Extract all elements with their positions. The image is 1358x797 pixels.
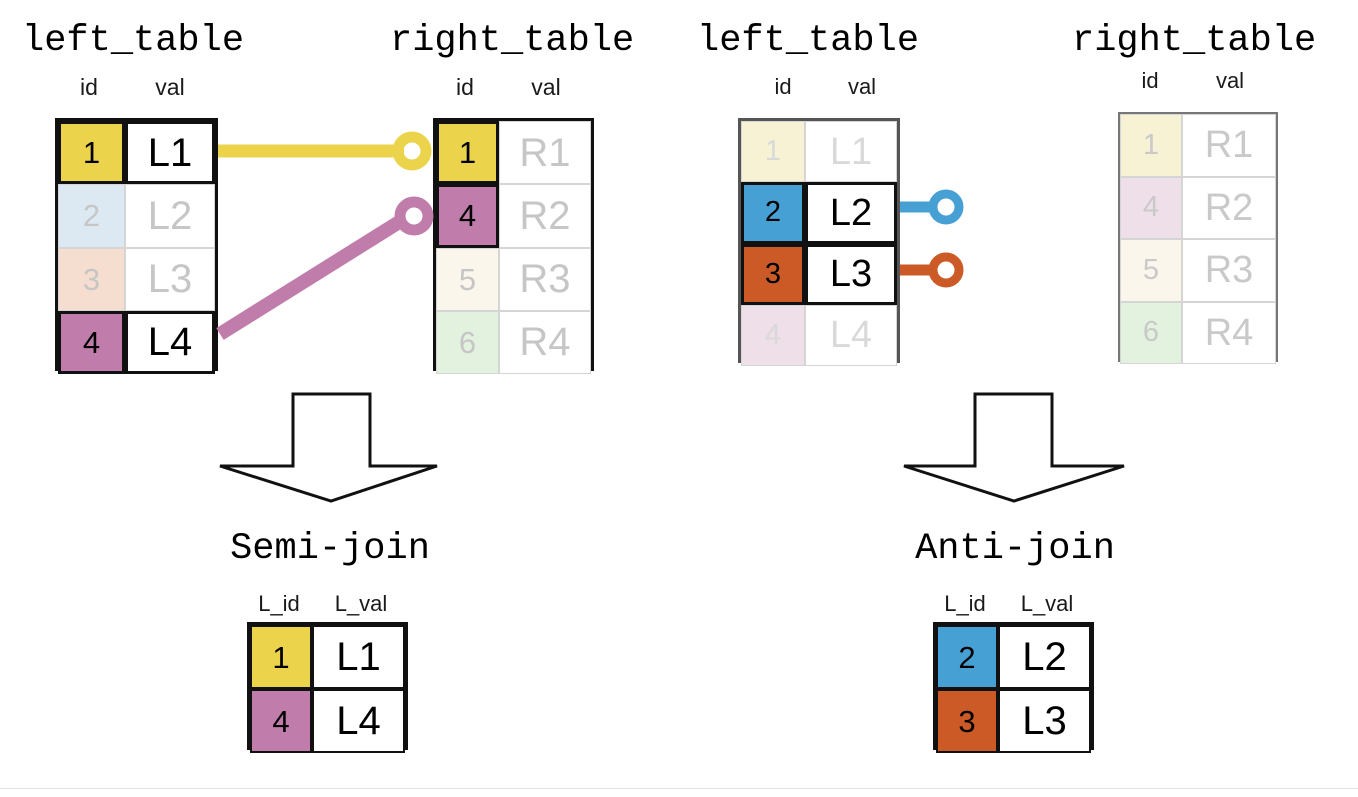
cell-id: 3 — [741, 243, 805, 305]
cell-val: L3 — [125, 247, 215, 311]
anti-result-col-header-id: L_id — [944, 591, 986, 616]
cell-val: L3 — [998, 689, 1091, 753]
cell-val: L4 — [125, 310, 215, 374]
semi-left-table-title: left_table — [22, 20, 245, 62]
cell-id: 1 — [1120, 114, 1182, 177]
cell-val: L4 — [312, 689, 405, 753]
anti-left-col-header-val: val — [847, 74, 877, 99]
anti-right-col-header-id: id — [1141, 68, 1159, 93]
cell-id: 4 — [1120, 176, 1182, 239]
cell-id: 3 — [58, 247, 125, 311]
cell-id: 1 — [58, 121, 125, 185]
unmatched-connector-blue — [900, 189, 964, 225]
cell-val: L4 — [805, 304, 897, 366]
cell-id: 3 — [936, 689, 998, 753]
cell-val: R2 — [499, 184, 591, 248]
cell-val: L2 — [998, 625, 1091, 689]
cell-id: 4 — [250, 689, 312, 753]
semi-left-col-header-val: val — [155, 74, 185, 100]
anti-left-col-header-id: id — [774, 74, 792, 99]
cell-id: 4 — [436, 184, 499, 248]
match-connector-yellow — [218, 131, 432, 171]
semi-right-col-header-id: id — [456, 74, 474, 100]
cell-id: 5 — [1120, 239, 1182, 302]
cell-val: L1 — [805, 121, 897, 183]
cell-val: R1 — [499, 121, 591, 185]
cell-id: 2 — [936, 625, 998, 689]
semi-left-col-header-id: id — [80, 74, 98, 100]
cell-id: 2 — [58, 184, 125, 248]
cell-val: L2 — [805, 182, 897, 244]
unmatched-connector-orange — [900, 252, 964, 288]
anti-join-down-arrow — [903, 392, 1125, 503]
cell-val: R2 — [1182, 176, 1276, 239]
cell-id: 5 — [436, 247, 499, 311]
bottom-divider — [0, 788, 1358, 789]
cell-id: 2 — [741, 182, 805, 244]
cell-val: R4 — [499, 310, 591, 374]
cell-val: R3 — [1182, 239, 1276, 302]
semi-result-col-header-id: L_id — [258, 591, 300, 616]
cell-id: 1 — [436, 121, 499, 185]
cell-val: R3 — [499, 247, 591, 311]
cell-id: 1 — [250, 625, 312, 689]
cell-val: L3 — [805, 243, 897, 305]
anti-left-table-title: left_table — [697, 20, 920, 62]
semi-join-label: Semi-join — [230, 528, 430, 570]
cell-id: 6 — [436, 310, 499, 374]
anti-result-col-header-val: L_val — [1020, 591, 1074, 616]
cell-id: 1 — [741, 121, 805, 183]
cell-val: L1 — [125, 121, 215, 185]
anti-right-table-title: right_table — [1072, 20, 1317, 62]
cell-val: R4 — [1182, 301, 1276, 364]
semi-right-table-title: right_table — [390, 20, 635, 62]
cell-id: 4 — [741, 304, 805, 366]
cell-id: 4 — [58, 310, 125, 374]
semi-result-col-header-val: L_val — [334, 591, 388, 616]
cell-val: R1 — [1182, 114, 1276, 177]
anti-join-label: Anti-join — [915, 528, 1115, 570]
semi-join-down-arrow — [219, 392, 438, 503]
cell-val: L1 — [312, 625, 405, 689]
anti-right-col-header-val: val — [1215, 68, 1245, 93]
semi-right-col-header-val: val — [531, 74, 561, 100]
cell-id: 6 — [1120, 301, 1182, 364]
match-connector-mauve — [216, 196, 434, 340]
cell-val: L2 — [125, 184, 215, 248]
